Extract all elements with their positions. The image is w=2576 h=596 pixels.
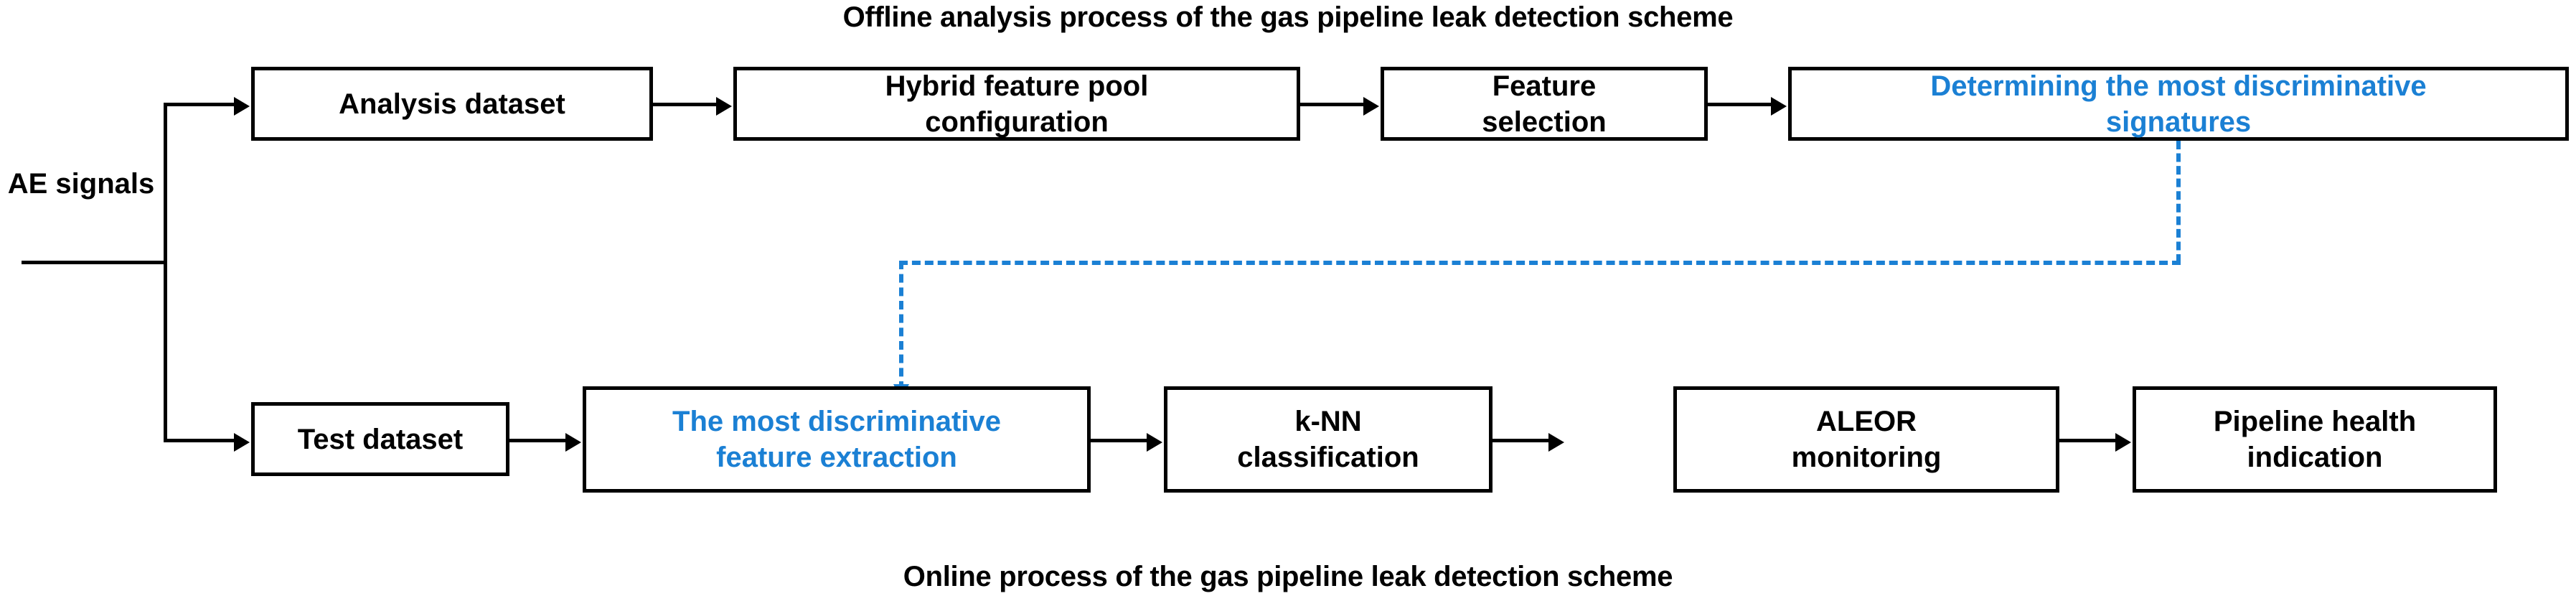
node-pipeline-health-line2: indication [2247,442,2383,473]
arrow-aleor-to-health-head [2115,433,2131,452]
arrow-test-to-extraction-line [509,439,567,442]
node-aleor-monitoring-line1: ALEOR [1816,406,1917,437]
branch-offline-arrowhead [234,97,250,116]
node-feature-extraction-line2: feature extraction [716,442,957,473]
node-knn-classification[interactable]: k-NN classification [1164,386,1493,493]
arrow-selection-to-determining-line [1708,103,1772,106]
node-analysis-dataset[interactable]: Analysis dataset [251,67,653,141]
bottom-caption: Online process of the gas pipeline leak … [903,561,1673,592]
branch-online-horizontal [164,439,235,442]
input-trunk-vertical [164,103,167,442]
node-determining-signatures[interactable]: Determining the most discriminative sign… [1788,67,2569,141]
node-knn-classification-line2: classification [1237,442,1419,473]
ae-signals-line1: AE [7,168,48,200]
node-pipeline-health[interactable]: Pipeline health indication [2133,386,2497,493]
node-determining-signatures-line2: signatures [2105,106,2252,138]
ae-signals-line2: signals [55,168,155,200]
arrow-aleor-to-health-line [2059,439,2117,442]
ae-signals-label: AE signals [6,167,156,201]
arrow-hybrid-to-selection-line [1300,103,1365,106]
node-analysis-dataset-label: Analysis dataset [339,88,565,120]
node-determining-signatures-line1: Determining the most discriminative [1930,70,2427,102]
arrow-test-to-extraction-head [565,433,581,452]
node-feature-extraction-line1: The most discriminative [672,406,1001,437]
feedback-path-vertical-right [2176,141,2181,263]
arrow-analysis-to-hybrid-line [653,103,718,106]
feedback-path-vertical-left [899,261,903,390]
node-aleor-monitoring-line2: monitoring [1791,442,1942,473]
arrow-extraction-to-knn-head [1147,433,1162,452]
branch-offline-horizontal [164,103,235,106]
node-hybrid-feature-pool-line1: Hybrid feature pool [885,70,1149,102]
node-pipeline-health-line1: Pipeline health [2213,406,2417,437]
arrow-hybrid-to-selection-head [1363,97,1379,116]
feedback-path-horizontal [899,261,2181,265]
node-aleor-monitoring[interactable]: ALEOR monitoring [1673,386,2059,493]
branch-online-arrowhead [234,433,250,452]
arrow-knn-to-aleor-line [1493,439,1550,442]
node-hybrid-feature-pool-line2: configuration [925,106,1109,138]
node-knn-classification-line1: k-NN [1294,406,1362,437]
node-test-dataset-label: Test dataset [297,423,464,455]
node-feature-selection-line2: selection [1482,106,1607,138]
node-feature-extraction[interactable]: The most discriminative feature extracti… [583,386,1091,493]
node-test-dataset[interactable]: Test dataset [251,402,509,476]
top-caption: Offline analysis process of the gas pipe… [842,1,1734,33]
node-feature-selection[interactable]: Feature selection [1381,67,1708,141]
node-hybrid-feature-pool[interactable]: Hybrid feature pool configuration [733,67,1300,141]
node-feature-selection-line1: Feature [1492,70,1597,102]
input-trunk-horizontal [22,261,165,264]
arrow-extraction-to-knn-line [1091,439,1148,442]
arrow-analysis-to-hybrid-head [716,97,732,116]
arrow-selection-to-determining-head [1771,97,1787,116]
arrow-knn-to-aleor-head [1548,433,1564,452]
